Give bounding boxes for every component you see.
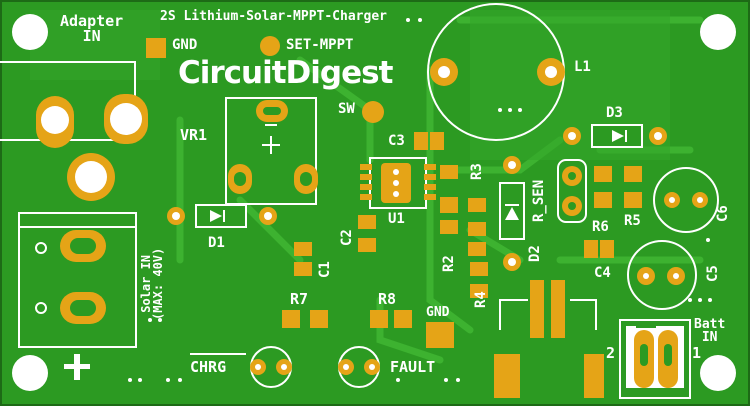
d3-diode: [563, 124, 667, 148]
solar-terminal-block: [18, 212, 137, 348]
r5-label: R5: [624, 213, 641, 229]
batt-in-label: Batt IN: [694, 317, 726, 345]
gnd-top-label: GND: [172, 37, 198, 53]
mounting-hole-top-left: [12, 14, 48, 50]
sw-test-pad: [362, 101, 384, 123]
u1-ic: [360, 157, 436, 209]
l1-inductor: [427, 3, 565, 141]
c6-capacitor: [653, 167, 719, 233]
c3-label: C3: [388, 133, 405, 149]
d1-diode: [167, 204, 277, 228]
vr1-label: VR1: [180, 126, 208, 144]
d3-label: D3: [606, 105, 623, 121]
r7-label: R7: [290, 290, 309, 308]
u1-label: U1: [388, 211, 405, 227]
set-mppt-label: SET-MPPT: [286, 37, 354, 53]
c4-label: C4: [594, 265, 611, 281]
sw-label: SW: [338, 101, 355, 117]
c1-label: C1: [317, 261, 333, 278]
gnd-test-pad: [146, 38, 166, 58]
batt-pin-1-label: 1: [692, 344, 702, 362]
r2-label: R2: [441, 255, 457, 272]
batt-pin-2-label: 2: [606, 344, 616, 362]
power-mosfet: [494, 280, 604, 398]
c6-label: C6: [715, 205, 731, 222]
set-mppt-test-pad: [260, 36, 280, 56]
r-sen-resistor: [557, 159, 587, 223]
c2-label: C2: [339, 229, 355, 246]
r-sen-label: R_SEN: [531, 179, 547, 222]
d1-label: D1: [208, 235, 225, 251]
r4-label: R4: [473, 291, 489, 308]
d2-diode: [499, 156, 525, 271]
adapter-jack: [0, 61, 148, 201]
mounting-hole-top-right: [700, 14, 736, 50]
r6-label: R6: [592, 219, 609, 235]
r3-label: R3: [469, 163, 485, 180]
mounting-hole-bottom-right: [700, 355, 736, 391]
plus-marking: [64, 354, 90, 380]
circuitdigest-logo: CircuitDigest: [178, 55, 393, 91]
chrg-led: [250, 346, 292, 388]
gnd-bottom-label: GND: [426, 305, 450, 320]
chrg-label: CHRG: [190, 358, 227, 376]
adapter-in-label: Adapter IN: [60, 12, 124, 45]
r8-label: R8: [378, 290, 397, 308]
battery-connector: [619, 319, 691, 399]
fault-led: [338, 346, 380, 388]
d2-label: D2: [527, 245, 543, 262]
c5-label: C5: [705, 265, 721, 282]
l1-label: L1: [574, 59, 591, 75]
fault-label: FAULT: [390, 358, 436, 376]
vr1-potentiometer: [225, 97, 318, 205]
board-title: 2S Lithium-Solar-MPPT-Charger: [160, 9, 387, 24]
mounting-hole-bottom-left: [12, 355, 48, 391]
vias: [128, 18, 712, 382]
c5-capacitor: [627, 240, 697, 310]
solar-in-label: Solar IN (MAX: 40V): [139, 247, 165, 320]
